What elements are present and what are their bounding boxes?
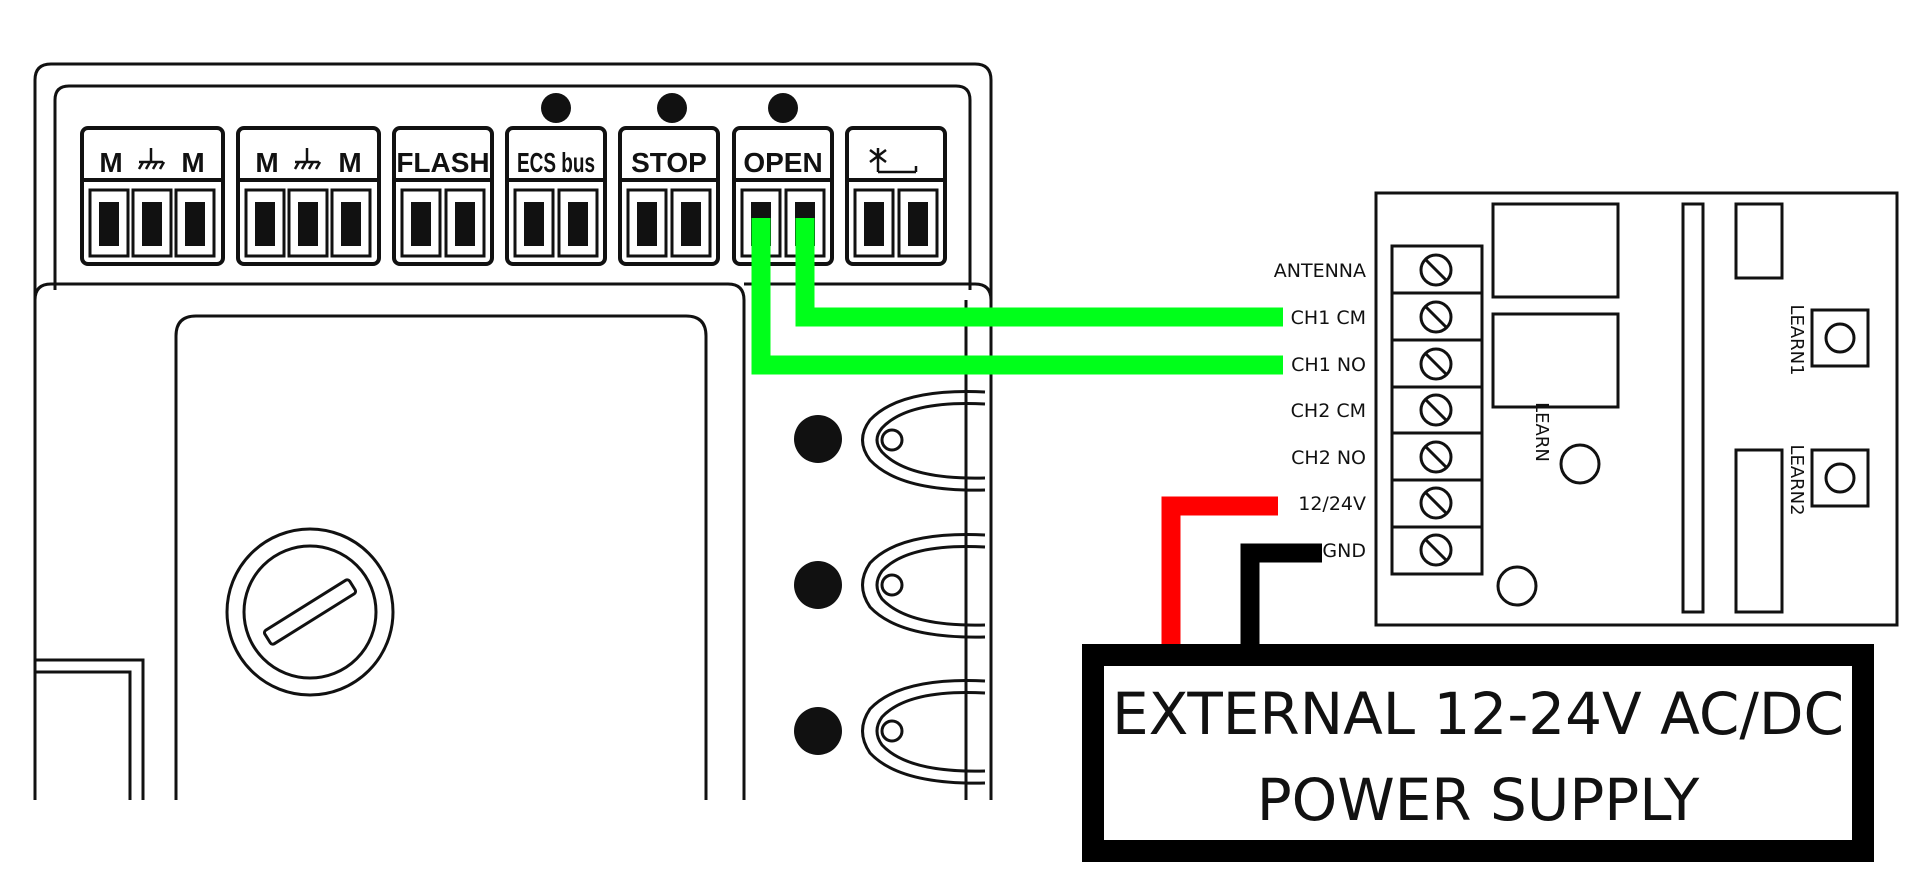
power-supply-line-2: POWER SUPPLY [1257,766,1700,834]
ground-icon [293,148,322,170]
screw-icons [1419,253,1453,567]
screw-terminals [513,188,599,258]
wire-ch1-no [751,218,1283,375]
learn1-label: LEARN1 [1786,304,1807,375]
learn-label: LEARN [1531,402,1552,462]
terminal-label: OPEN [743,147,822,178]
wire-12-24v [1161,496,1278,648]
terminal-blocks: M M M M [80,126,947,266]
terminal-label: FLASH [396,147,489,178]
screw-terminals [400,188,486,258]
receiver-terminal-labels: ANTENNA CH1 CM CH1 NO CH2 CM CH2 NO 12/2… [1274,260,1366,562]
terminal-block-stop: STOP [618,126,720,266]
wires [751,218,1322,648]
terminal-block-ecs-bus: ECS bus [505,126,607,266]
terminal-label: M [255,147,278,178]
push-button [794,679,986,785]
wire-gnd [1240,543,1322,648]
push-buttons [794,390,986,785]
relay-2 [1491,312,1620,409]
terminal-label: M [181,147,204,178]
power-supply-line-1: EXTERNAL 12-24V AC/DC [1112,680,1844,748]
relay-1 [1491,202,1620,299]
ground-icon [137,148,166,170]
screw-terminals [244,188,372,258]
terminal-label-ch2-no: CH2 NO [1291,447,1366,469]
push-button [794,533,986,639]
terminal-block-motor-1: M M [80,126,225,266]
chip-top [1734,202,1784,280]
terminal-block-motor-2: M M [236,126,381,266]
terminal-label-ch2-cm: CH2 CM [1291,400,1366,422]
antenna-strip [1681,202,1705,614]
screw-terminals [88,188,216,258]
power-supply: EXTERNAL 12-24V AC/DC POWER SUPPLY [1082,644,1874,862]
terminal-label-12-24v: 12/24V [1298,493,1366,515]
led-indicator [1496,565,1538,607]
crop-mask [0,801,1090,872]
wire-ch1-cm [795,218,1283,327]
push-button [794,390,986,492]
chip-bottom [1734,448,1784,614]
key-lock [225,527,395,697]
screw-terminals [853,188,939,258]
screw-terminals [626,188,712,258]
terminal-block-flash: FLASH [392,126,494,266]
antenna-icon [869,148,918,174]
terminal-label-antenna: ANTENNA [1274,260,1366,282]
terminal-label-gnd: GND [1322,540,1366,562]
terminal-label-ch1-cm: CH1 CM [1291,307,1366,329]
terminal-label-ch1-no: CH1 NO [1291,354,1366,376]
terminal-label: M [338,147,361,178]
indicator-leds [541,93,798,123]
receiver-module: LEARN LEARN1 LEARN2 [1374,191,1899,627]
terminal-label: M [99,147,122,178]
learn-button[interactable] [1559,443,1601,485]
terminal-block-antenna [845,126,947,266]
terminal-block-open: OPEN [732,126,834,266]
terminal-label: STOP [631,147,707,178]
learn2-label: LEARN2 [1786,444,1807,515]
terminal-label: ECS bus [517,147,595,178]
controller-board [33,62,993,800]
